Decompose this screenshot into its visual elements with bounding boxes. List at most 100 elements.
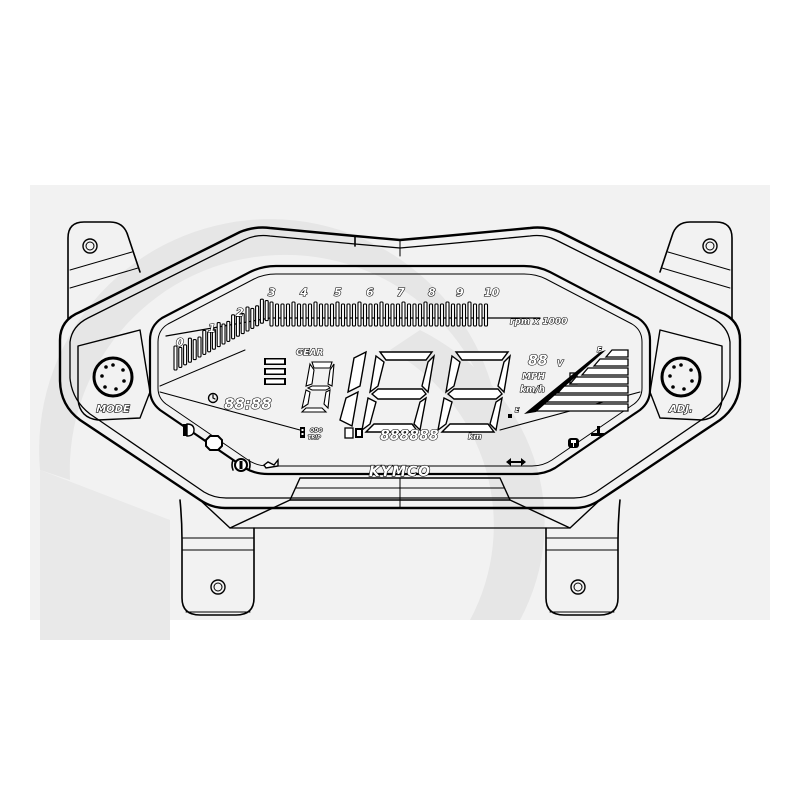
tach-bar (368, 303, 373, 327)
abs-icon (231, 458, 251, 472)
tach-bar (264, 300, 269, 322)
fuel-full-label: F (597, 346, 602, 354)
tach-bar (235, 315, 240, 337)
mode-button[interactable] (92, 356, 134, 398)
voltage-unit: V (557, 359, 564, 368)
tach-bar (250, 307, 255, 329)
fuel-bar (544, 394, 629, 403)
tach-label-0: 0 (176, 336, 184, 349)
adj-button-label: ADJ. (668, 404, 693, 415)
tach-bar (335, 301, 340, 327)
tach-label-3: 3 (268, 286, 276, 299)
tach-bar (329, 303, 335, 327)
tach-bar (439, 303, 445, 327)
temperature-icon (568, 438, 579, 448)
tach-bar (178, 346, 183, 368)
tach-bar (373, 303, 379, 327)
tach-bar (483, 303, 489, 327)
tach-bar (445, 301, 450, 327)
brand-logo: KYMCO (369, 464, 431, 480)
tach-bar (221, 323, 226, 345)
odometer-display: ODO TRIP 888888 km (300, 427, 482, 445)
tach-bar (379, 301, 384, 327)
tach-bar (351, 303, 357, 327)
tachometer-bar-graph (173, 298, 489, 371)
tach-bar (423, 301, 428, 327)
side-stand-icon (591, 426, 604, 436)
clock-value: 88:88 (224, 395, 272, 413)
tach-bar (472, 303, 478, 327)
tach-bar (285, 303, 291, 327)
tach-bar (307, 303, 313, 327)
odo-trip-label-trip: TRIP (308, 435, 321, 441)
tach-label-1: 1 (208, 322, 216, 335)
tach-bar (240, 313, 245, 335)
tach-bar (302, 303, 307, 327)
fuel-gauge-divider (524, 350, 606, 414)
tach-bar (467, 301, 472, 327)
tach-unit-label: rpm x 1000 (510, 317, 567, 327)
fuel-bar (556, 385, 629, 394)
fuel-bar (604, 349, 629, 358)
fuel-bar (568, 376, 629, 385)
tach-label-2: 2 (236, 306, 244, 319)
tach-bar (434, 303, 439, 327)
tach-label-6: 6 (366, 286, 374, 299)
tach-label-7: 7 (397, 286, 405, 299)
tach-bar (412, 303, 417, 327)
tach-bar (478, 303, 483, 327)
tach-bar (428, 303, 434, 327)
fuel-empty-label: E (515, 407, 520, 414)
tach-bar (324, 303, 329, 327)
tach-bar (296, 303, 302, 327)
right-mounting-leg (545, 499, 621, 616)
turn-signal-icon (506, 458, 526, 466)
mode-button-label: MODE (96, 404, 130, 415)
fuel-bar (580, 367, 629, 376)
tach-bar (357, 301, 362, 327)
left-mounting-leg (179, 499, 255, 616)
tach-bar (269, 301, 274, 327)
tach-bar (318, 303, 324, 327)
tach-bar (417, 303, 423, 327)
tach-bar (173, 345, 178, 371)
tach-label-10: 10 (484, 286, 500, 299)
tach-label-9: 9 (456, 286, 464, 299)
gear-label: GEAR (296, 348, 324, 358)
speed-unit-kmh: km/h (520, 385, 545, 395)
adj-button[interactable] (660, 356, 702, 398)
top-mounting-ears (67, 221, 733, 321)
tach-bar (461, 303, 467, 327)
side-pods (77, 329, 723, 421)
tach-bar (192, 339, 197, 361)
tach-bar (291, 301, 296, 327)
odometer-value: 888888 (380, 428, 439, 444)
tach-bar (362, 303, 368, 327)
voltage-display: 88 V (527, 352, 564, 369)
tach-bar (255, 305, 260, 327)
fuel-gauge (524, 349, 629, 414)
tach-bar (384, 303, 390, 327)
voltage-value: 88 (528, 353, 548, 369)
tach-label-5: 5 (334, 286, 342, 299)
tach-bar (395, 303, 401, 327)
tach-bar (211, 328, 216, 350)
gear-indicator: GEAR (264, 347, 335, 413)
tach-bar (231, 314, 236, 340)
high-beam-icon (183, 423, 195, 437)
tach-bar (340, 303, 346, 327)
lower-housing (199, 477, 601, 529)
tach-bar (187, 337, 192, 363)
outer-housing (58, 226, 742, 510)
tach-label-4: 4 (299, 286, 308, 299)
tach-bar (259, 298, 264, 324)
tach-bar (401, 301, 406, 327)
tach-bar (197, 336, 202, 358)
tach-bar (346, 303, 351, 327)
odometer-unit: km (468, 432, 482, 441)
tach-bar (245, 306, 250, 332)
speedometer-display (339, 350, 512, 433)
tach-bar (456, 303, 461, 327)
fuel-bar (532, 403, 629, 412)
